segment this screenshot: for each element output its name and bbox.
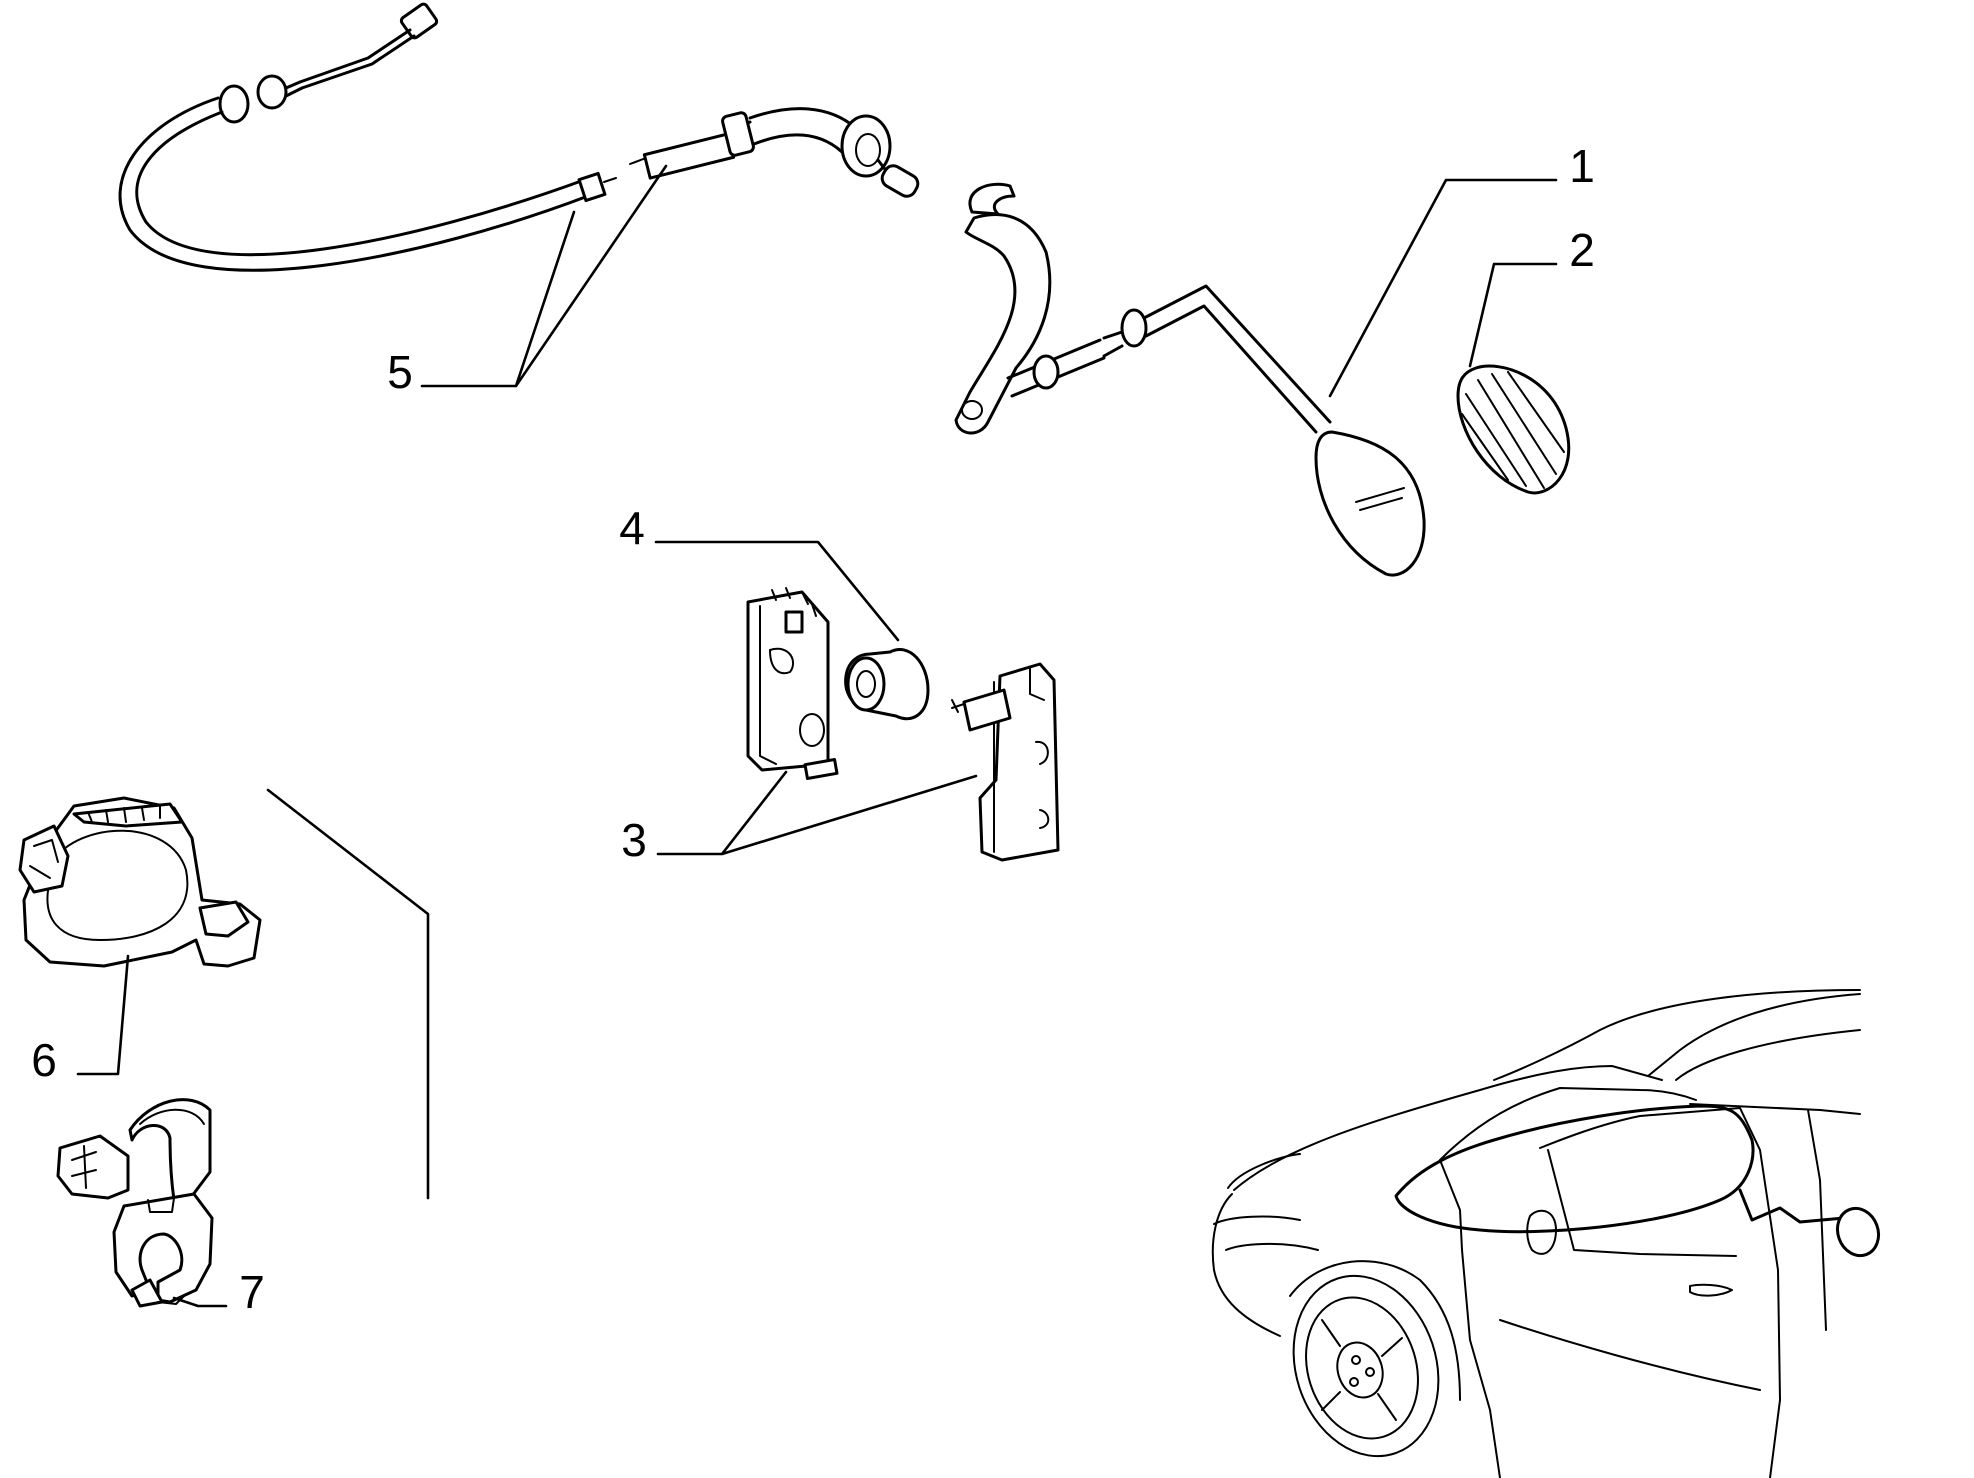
throttle-cable bbox=[118, 2, 617, 272]
callout-7: 7 bbox=[239, 1266, 265, 1318]
leader-4 bbox=[654, 540, 900, 642]
callout-6: 6 bbox=[31, 1034, 57, 1086]
bracket-right bbox=[951, 662, 1060, 862]
bushing bbox=[844, 648, 930, 721]
callout-2: 2 bbox=[1569, 224, 1595, 276]
leader-2 bbox=[1468, 262, 1558, 368]
leader-6 bbox=[76, 954, 130, 1076]
leader-1 bbox=[1328, 178, 1558, 398]
pedal-pad-cover bbox=[1456, 364, 1571, 495]
leader-lines bbox=[76, 164, 1558, 1308]
callout-labels: 1 2 3 4 5 6 7 bbox=[31, 140, 1595, 1318]
accelerator-pedal bbox=[954, 182, 1426, 577]
group-bracket-line bbox=[266, 788, 430, 1200]
leader-5 bbox=[420, 164, 668, 388]
cable-clip-small bbox=[56, 1098, 214, 1308]
callout-1: 1 bbox=[1569, 140, 1595, 192]
callout-4: 4 bbox=[619, 502, 645, 554]
cable-clip-large bbox=[18, 796, 262, 968]
callout-3: 3 bbox=[621, 814, 647, 866]
throttle-cable-elbow-section bbox=[629, 107, 920, 198]
leader-7 bbox=[172, 1296, 228, 1308]
callout-5: 5 bbox=[387, 346, 413, 398]
leader-3 bbox=[656, 770, 978, 856]
vehicle-location-sketch bbox=[1211, 989, 1881, 1478]
bracket-left bbox=[746, 587, 839, 780]
